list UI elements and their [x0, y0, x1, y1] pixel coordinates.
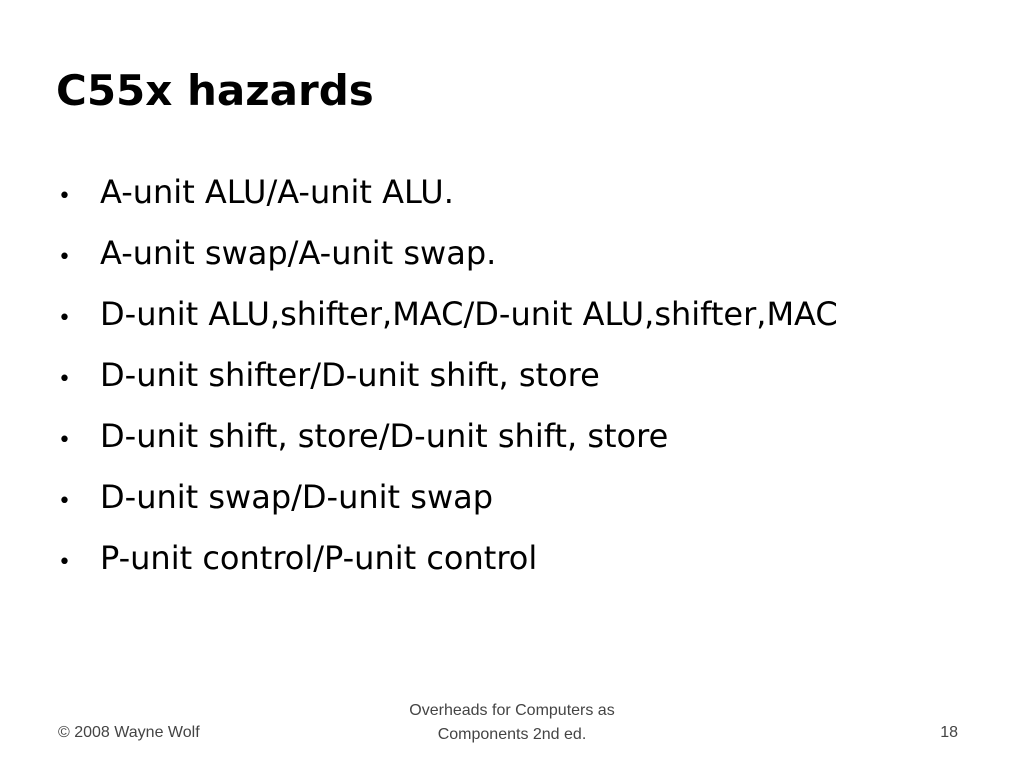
bullet-icon: • [58, 184, 71, 209]
bullet-item: • A-unit ALU/A-unit ALU. [58, 164, 838, 225]
bullet-icon: • [58, 245, 71, 270]
bullet-text: P-unit control/P-unit control [100, 539, 538, 577]
footer-source-line-2: Components 2nd ed. [437, 726, 587, 743]
bullet-item: • D-unit shifter/D-unit shift, store [58, 347, 838, 408]
bullet-text: A-unit swap/A-unit swap. [100, 234, 497, 272]
bullet-icon: • [58, 550, 71, 575]
bullet-icon: • [58, 489, 71, 514]
bullet-item: • D-unit shift, store/D-unit shift, stor… [58, 408, 838, 469]
footer-source: Overheads for Computers as Components 2n… [362, 699, 662, 747]
footer-copyright: © 2008 Wayne Wolf [58, 724, 200, 741]
bullet-item: • D-unit swap/D-unit swap [58, 469, 838, 530]
footer-source-line-1: Overheads for Computers as [409, 702, 615, 719]
bullet-icon: • [58, 306, 71, 331]
bullet-text: A-unit ALU/A-unit ALU. [100, 173, 454, 211]
bullet-item: • P-unit control/P-unit control [58, 530, 838, 591]
bullet-list: • A-unit ALU/A-unit ALU. • A-unit swap/A… [58, 164, 838, 591]
bullet-icon: • [58, 367, 71, 392]
bullet-text: D-unit ALU,shifter,MAC/D-unit ALU,shifte… [100, 295, 838, 333]
slide-title: C55x hazards [56, 66, 374, 115]
bullet-text: D-unit shifter/D-unit shift, store [100, 356, 600, 394]
page-number: 18 [940, 724, 958, 741]
bullet-text: D-unit swap/D-unit swap [100, 478, 494, 516]
bullet-icon: • [58, 428, 71, 453]
bullet-item: • A-unit swap/A-unit swap. [58, 225, 838, 286]
bullet-text: D-unit shift, store/D-unit shift, store [100, 417, 669, 455]
bullet-item: • D-unit ALU,shifter,MAC/D-unit ALU,shif… [58, 286, 838, 347]
